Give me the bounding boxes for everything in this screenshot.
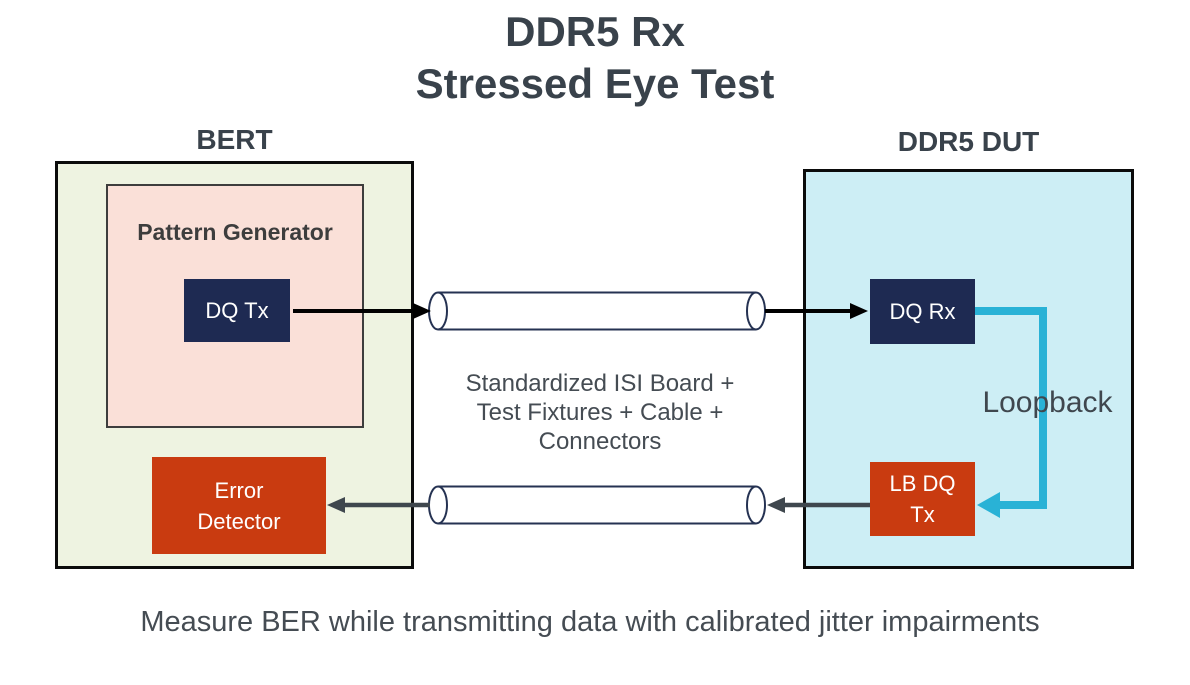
ddr5-dut-label: DDR5 DUT: [897, 126, 1040, 157]
lb-dq-tx-label-line-2: Tx: [910, 502, 935, 527]
lb-dq-tx-box: LB DQ Tx: [870, 462, 975, 536]
channel-description: Standardized ISI Board + Test Fixtures +…: [415, 369, 785, 456]
channel-description-line-3: Connectors: [538, 428, 662, 455]
title-line-1: DDR5 Rx: [505, 8, 685, 55]
isi-cylinder-bottom: [428, 485, 766, 525]
dq-tx-box: DQ Tx: [184, 279, 290, 342]
bottom-caption: Measure BER while transmitting data with…: [140, 606, 1040, 638]
bert-label: BERT: [196, 124, 273, 155]
pattern-generator-label: Pattern Generator: [137, 219, 333, 245]
isi-cylinder-top: [428, 291, 766, 331]
error-detector-box: Error Detector: [152, 457, 326, 554]
error-detector-label-line-1: Error: [214, 477, 264, 503]
title-line-2: Stressed Eye Test: [415, 60, 775, 107]
dq-rx-label: DQ Rx: [889, 298, 956, 324]
loopback-label: Loopback: [982, 386, 1113, 419]
channel-description-line-1: Standardized ISI Board +: [465, 370, 735, 397]
error-detector-label-line-2: Detector: [197, 508, 281, 534]
lb-dq-tx-label-line-1: LB DQ: [889, 471, 956, 496]
dq-rx-box: DQ Rx: [870, 279, 975, 344]
slide-title: DDR5 Rx Stressed Eye Test: [0, 6, 1190, 110]
dq-tx-label: DQ Tx: [205, 297, 269, 323]
channel-description-line-2: Test Fixtures + Cable +: [476, 399, 724, 426]
